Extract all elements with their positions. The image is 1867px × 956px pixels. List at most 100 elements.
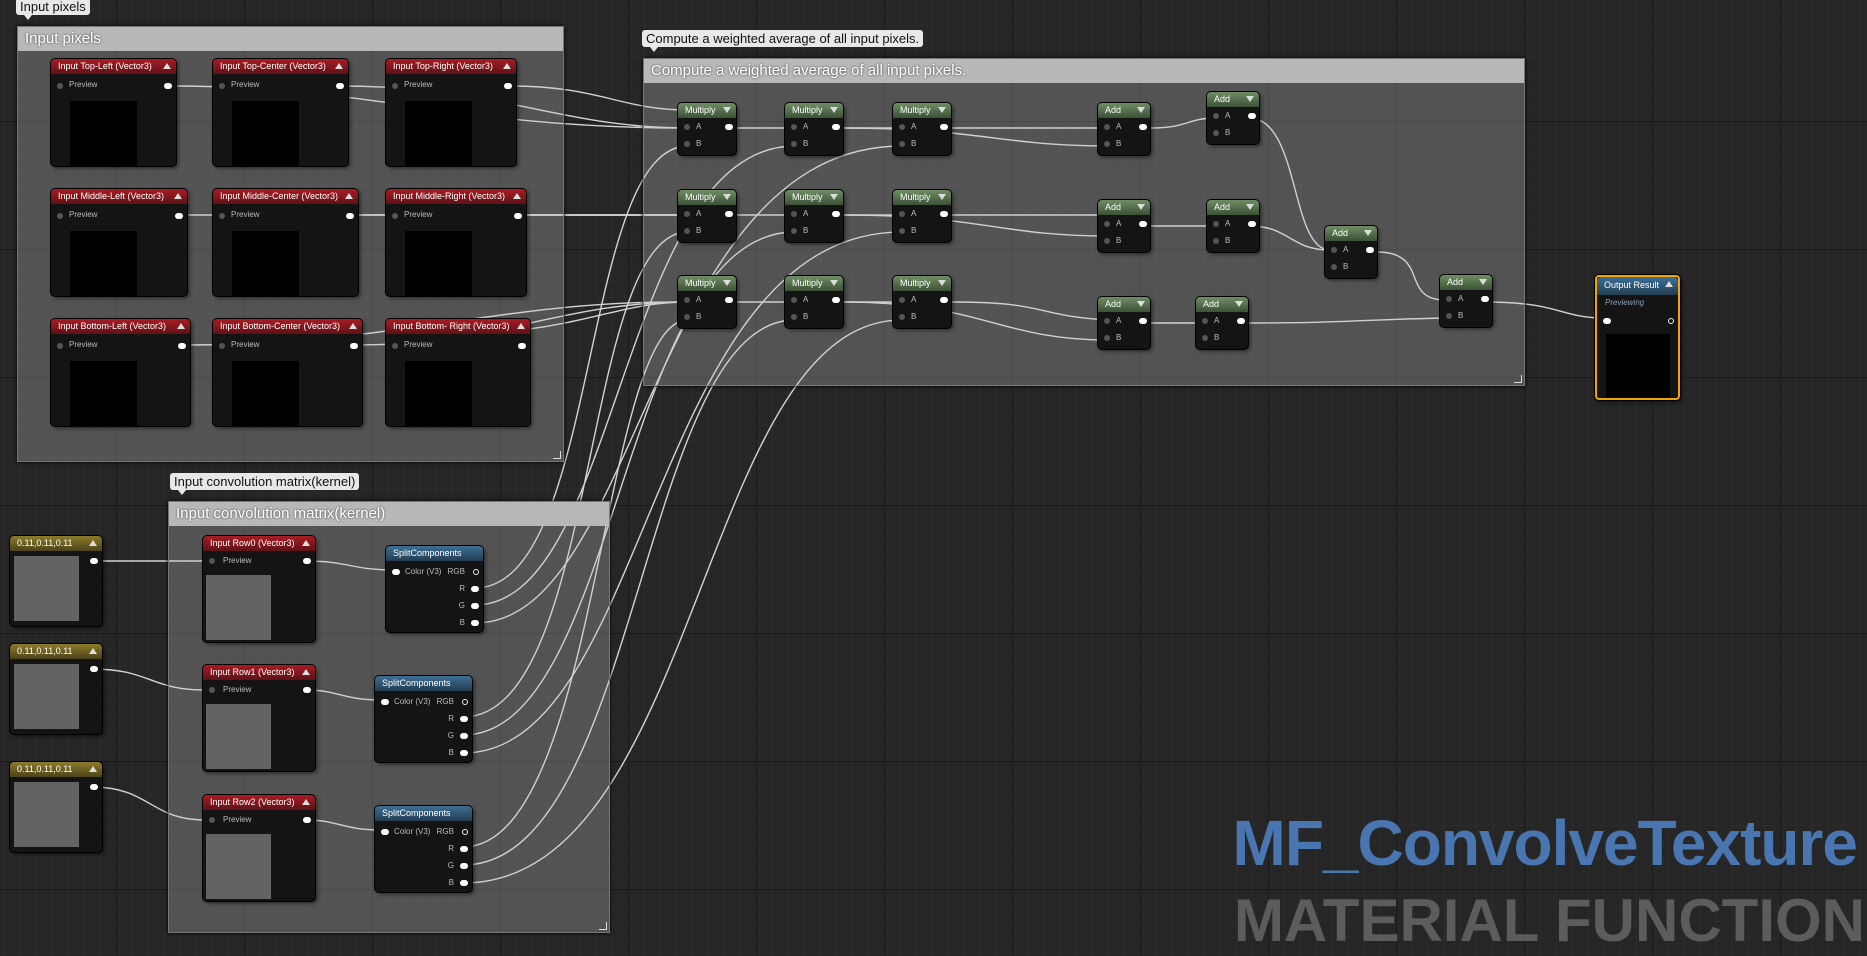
- input-pixels-comment-title: Input pixels: [18, 27, 563, 51]
- output-pin[interactable]: [90, 784, 98, 790]
- constant-node[interactable]: 0.11,0.11,0.11: [10, 644, 102, 734]
- preview-label: Preview: [69, 340, 98, 349]
- preview-swatch: [232, 231, 299, 296]
- output-pin[interactable]: [725, 124, 733, 130]
- output-pin[interactable]: [514, 213, 522, 219]
- multiply-node[interactable]: Multiply A B: [893, 190, 951, 242]
- preview-label: Preview: [231, 80, 260, 89]
- constant-node[interactable]: 0.11,0.11,0.11: [10, 536, 102, 626]
- output-pin[interactable]: [90, 558, 98, 564]
- node-title: Input Bottom-Left (Vector3): [51, 319, 190, 334]
- input-row2-node[interactable]: Input Row2 (Vector3) Preview: [203, 795, 315, 901]
- preview-swatch: [70, 101, 137, 166]
- split-components-node[interactable]: SplitComponents Color (V3) RGB R G B: [375, 806, 472, 892]
- output-pin[interactable]: [164, 83, 172, 89]
- input-top-right-node[interactable]: Input Top-Right (Vector3) Preview: [386, 59, 516, 166]
- add-node[interactable]: Add A B: [1325, 226, 1377, 278]
- split-components-node[interactable]: SplitComponents Color (V3) RGB R G B: [375, 676, 472, 762]
- output-pin[interactable]: [1248, 113, 1256, 119]
- multiply-node[interactable]: Multiply A B: [678, 103, 736, 155]
- output-pin[interactable]: [504, 83, 512, 89]
- output-pin[interactable]: [832, 297, 840, 303]
- output-pin[interactable]: [1248, 221, 1256, 227]
- preview-swatch: [70, 361, 137, 426]
- input-middle-center-node[interactable]: Input Middle-Center (Vector3) Preview: [213, 189, 358, 296]
- weighted-average-bubble: Compute a weighted average of all input …: [642, 30, 924, 52]
- color-swatch: [14, 782, 79, 847]
- input-middle-right-node[interactable]: Input Middle-Right (Vector3) Preview: [386, 189, 526, 296]
- output-pin[interactable]: [940, 124, 948, 130]
- color-swatch: [14, 664, 79, 729]
- input-top-left-node[interactable]: Input Top-Left (Vector3) Preview: [51, 59, 176, 166]
- output-pin[interactable]: [1668, 318, 1674, 324]
- node-title: Input Top-Left (Vector3): [51, 59, 176, 74]
- input-pin[interactable]: [1603, 318, 1611, 324]
- output-pin[interactable]: [832, 211, 840, 217]
- weighted-average-comment[interactable]: Compute a weighted average of all input …: [643, 58, 1525, 386]
- add-node[interactable]: Add A B: [1207, 92, 1259, 144]
- multiply-node[interactable]: Multiply A B: [893, 276, 951, 328]
- output-pin[interactable]: [725, 211, 733, 217]
- add-node[interactable]: Add A B: [1207, 200, 1259, 252]
- output-pin[interactable]: [1481, 296, 1489, 302]
- output-pin[interactable]: [346, 213, 354, 219]
- output-pin[interactable]: [940, 297, 948, 303]
- multiply-node[interactable]: Multiply A B: [785, 276, 843, 328]
- input-top-center-node[interactable]: Input Top-Center (Vector3) Preview: [213, 59, 348, 166]
- multiply-node[interactable]: Multiply A B: [785, 103, 843, 155]
- preview-label: Preview: [404, 340, 433, 349]
- output-pin[interactable]: [303, 687, 311, 693]
- output-pin[interactable]: [90, 666, 98, 672]
- output-pin[interactable]: [1237, 318, 1245, 324]
- multiply-node[interactable]: Multiply A B: [678, 190, 736, 242]
- add-node[interactable]: Add A B: [1440, 275, 1492, 327]
- multiply-node[interactable]: Multiply A B: [893, 103, 951, 155]
- output-pin[interactable]: [1139, 318, 1147, 324]
- add-node[interactable]: Add A B: [1098, 103, 1150, 155]
- output-pin[interactable]: [350, 343, 358, 349]
- input-row0-node[interactable]: Input Row0 (Vector3) Preview: [203, 536, 315, 642]
- resize-handle[interactable]: [1514, 375, 1522, 383]
- add-node[interactable]: Add A B: [1098, 297, 1150, 349]
- preview-swatch: [405, 361, 472, 426]
- output-pin[interactable]: [518, 343, 526, 349]
- input-row1-node[interactable]: Input Row1 (Vector3) Preview: [203, 665, 315, 771]
- preview-swatch: [206, 834, 271, 899]
- preview-label: Preview: [231, 210, 260, 219]
- output-pin[interactable]: [940, 211, 948, 217]
- output-pin[interactable]: [303, 558, 311, 564]
- resize-handle[interactable]: [599, 922, 607, 930]
- multiply-node[interactable]: Multiply A B: [678, 276, 736, 328]
- output-pin[interactable]: [336, 83, 344, 89]
- resize-handle[interactable]: [553, 451, 561, 459]
- output-pin[interactable]: [175, 213, 183, 219]
- constant-node[interactable]: 0.11,0.11,0.11: [10, 762, 102, 852]
- output-pin[interactable]: [1139, 124, 1147, 130]
- add-node[interactable]: Add A B: [1098, 200, 1150, 252]
- output-pin[interactable]: [1139, 221, 1147, 227]
- add-node[interactable]: Add A B: [1196, 297, 1248, 349]
- input-middle-left-node[interactable]: Input Middle-Left (Vector3) Preview: [51, 189, 187, 296]
- preview-swatch: [405, 231, 472, 296]
- output-result-node[interactable]: Output Result Previewing: [1595, 275, 1680, 400]
- asset-name-watermark: MF_ConvolveTexture: [1232, 807, 1858, 879]
- preview-swatch: [206, 575, 271, 640]
- node-title: Input Middle-Right (Vector3): [386, 189, 526, 204]
- kernel-comment-title: Input convolution matrix(kernel): [169, 502, 609, 526]
- preview-label: Preview: [404, 210, 433, 219]
- split-components-node[interactable]: SplitComponents Color (V3) RGB R G B: [386, 546, 483, 632]
- kernel-bubble: Input convolution matrix(kernel): [170, 473, 360, 495]
- input-bottom-right-node[interactable]: Input Bottom- Right (Vector3) Preview: [386, 319, 530, 426]
- output-pin[interactable]: [303, 817, 311, 823]
- multiply-node[interactable]: Multiply A B: [785, 190, 843, 242]
- output-pin[interactable]: [832, 124, 840, 130]
- preview-swatch: [232, 101, 299, 166]
- output-pin[interactable]: [1366, 247, 1374, 253]
- input-bottom-center-node[interactable]: Input Bottom-Center (Vector3) Preview: [213, 319, 362, 426]
- preview-label: Preview: [69, 80, 98, 89]
- output-pin[interactable]: [178, 343, 186, 349]
- preview-swatch: [70, 231, 137, 296]
- input-bottom-left-node[interactable]: Input Bottom-Left (Vector3) Preview: [51, 319, 190, 426]
- preview-label: Preview: [231, 340, 260, 349]
- output-pin[interactable]: [725, 297, 733, 303]
